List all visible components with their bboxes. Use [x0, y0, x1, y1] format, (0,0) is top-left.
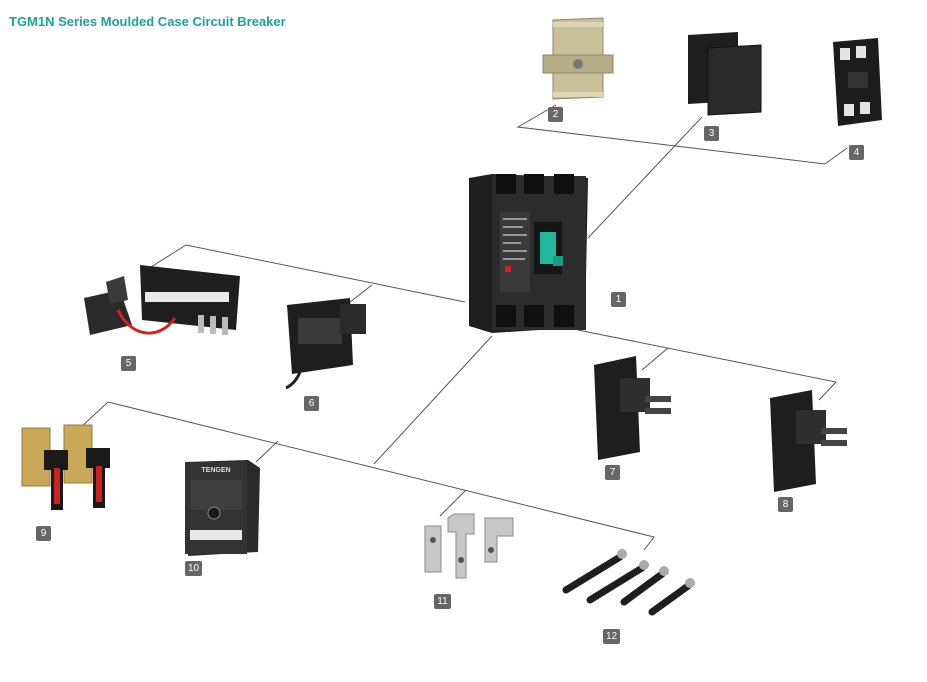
phase-barrier-image: [688, 32, 762, 116]
connector-line-3: [587, 116, 703, 239]
connector-line-7-8: [577, 329, 837, 401]
part-label-9: 9: [36, 526, 51, 541]
part-label-12: 12: [603, 629, 620, 644]
svg-text:4: 4: [854, 147, 860, 158]
connector-line-10: [255, 440, 279, 463]
connector-lines: [79, 104, 848, 551]
circuit-breaker-image: [469, 174, 588, 333]
connector-line-2-4: [516, 104, 848, 165]
svg-text:2: 2: [553, 109, 559, 120]
part-labels: 1 2 3 4 5 6 7 8: [36, 107, 864, 644]
connection-plates-image: [424, 513, 514, 579]
part-label-4: 4: [849, 145, 864, 160]
undervoltage-release-image: [285, 298, 366, 390]
svg-text:1: 1: [616, 294, 622, 305]
part-label-1: 1: [611, 292, 626, 307]
svg-text:6: 6: [309, 398, 315, 409]
part-label-6: 6: [304, 396, 319, 411]
svg-text:9: 9: [41, 528, 47, 539]
part-label-7: 7: [605, 465, 620, 480]
part-label-2: 2: [548, 107, 563, 122]
svg-text:12: 12: [606, 631, 618, 642]
connector-line-5: [142, 244, 466, 303]
svg-text:5: 5: [126, 358, 132, 369]
svg-text:11: 11: [437, 596, 448, 607]
motor-operator-brand: TENGEN: [201, 467, 230, 474]
part-label-3: 3: [704, 126, 719, 141]
page-title: TGM1N Series Moulded Case Circuit Breake…: [9, 14, 286, 29]
part-label-11: 11: [434, 594, 451, 609]
auxiliary-contact-image: [594, 356, 671, 460]
shunt-release-image: [84, 265, 240, 335]
connector-line-breaker-bottom: [373, 335, 493, 465]
connector-line-bottom: [79, 401, 655, 551]
alarm-contact-image: [770, 390, 847, 492]
din-rail-plate-image: [542, 17, 614, 100]
svg-text:3: 3: [709, 128, 715, 139]
part-label-10: 10: [185, 561, 202, 576]
part-label-5: 5: [121, 356, 136, 371]
connector-line-7: [641, 347, 669, 371]
motor-operator-image: TENGEN: [185, 460, 260, 556]
part-label-8: 8: [778, 497, 793, 512]
terminal-block-image: [833, 38, 882, 126]
connector-line-11: [439, 489, 467, 517]
rotary-handle-image: [21, 424, 110, 510]
svg-text:8: 8: [783, 499, 789, 510]
svg-text:7: 7: [610, 467, 616, 478]
svg-text:10: 10: [188, 563, 200, 574]
rear-studs-image: [562, 549, 695, 616]
